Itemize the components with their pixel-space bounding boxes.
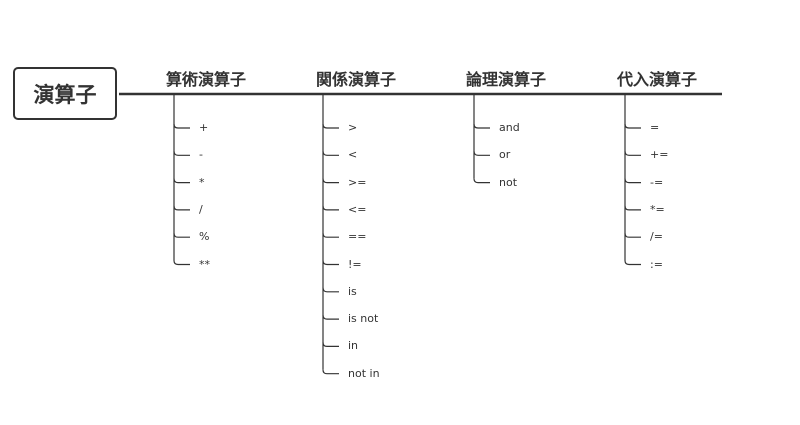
- operator-leaf: **: [199, 257, 210, 271]
- operator-leaf: :=: [650, 257, 663, 271]
- category-logical: 論理演算子: [466, 70, 547, 89]
- operator-leaf: /: [199, 202, 203, 216]
- branch-tick: [473, 123, 490, 129]
- branch-tick: [322, 233, 339, 238]
- operator-leaf: +: [199, 121, 209, 134]
- branch-tick: [173, 205, 190, 211]
- operator-leaf: *: [199, 175, 205, 189]
- category-arithmetic: 算術演算子: [166, 70, 247, 89]
- operator-leaf: <: [348, 148, 358, 162]
- category-assignment: 代入演算子: [617, 70, 698, 89]
- branch-tick: [322, 123, 339, 129]
- operator-leaf: >=: [348, 175, 367, 189]
- operator-leaf: -: [199, 148, 203, 162]
- branch-tick: [322, 178, 339, 184]
- branch-tick: [624, 260, 641, 266]
- operator-leaf: +=: [650, 148, 669, 162]
- branch-tick: [322, 315, 339, 320]
- branch-tick: [624, 178, 641, 184]
- operator-leaf: in: [348, 339, 359, 353]
- branch-tick: [173, 233, 190, 238]
- branch-tick: [173, 151, 190, 156]
- branch-tick: [624, 205, 641, 211]
- branch-tick: [322, 287, 339, 293]
- branch-tick: [624, 123, 641, 129]
- operator-leaf: <=: [348, 202, 367, 216]
- root-label: 演算子: [33, 82, 97, 107]
- operator-leaf: /=: [650, 230, 663, 244]
- branch-tick: [624, 151, 641, 156]
- root-node: 演算子: [13, 67, 117, 120]
- branch-tick: [322, 205, 339, 211]
- operator-leaf: !=: [348, 257, 362, 271]
- operator-leaf: -=: [650, 175, 664, 189]
- operator-leaf: is not: [348, 312, 379, 326]
- operator-leaf: and: [499, 121, 520, 134]
- operator-leaf: not in: [348, 366, 380, 380]
- operator-leaf: >: [348, 121, 358, 134]
- branch-tick: [322, 342, 339, 347]
- operator-leaf: ==: [348, 230, 367, 244]
- branch-tick: [473, 178, 490, 184]
- category-relational: 関係演算子: [316, 70, 397, 89]
- branch-tick: [322, 369, 339, 375]
- branch-tick: [473, 151, 490, 156]
- branch-tick: [322, 151, 339, 156]
- branch-tick: [624, 233, 641, 238]
- branch-tick: [173, 123, 190, 129]
- operator-leaf: *=: [650, 202, 665, 216]
- operator-leaf: not: [499, 175, 518, 189]
- branch-tick: [322, 260, 339, 266]
- operator-leaf: %: [199, 230, 210, 244]
- operator-leaf: is: [348, 284, 357, 298]
- branch-tick: [173, 260, 190, 266]
- branch-tick: [173, 178, 190, 184]
- operator-leaf: or: [499, 148, 511, 162]
- operator-leaf: =: [650, 121, 660, 134]
